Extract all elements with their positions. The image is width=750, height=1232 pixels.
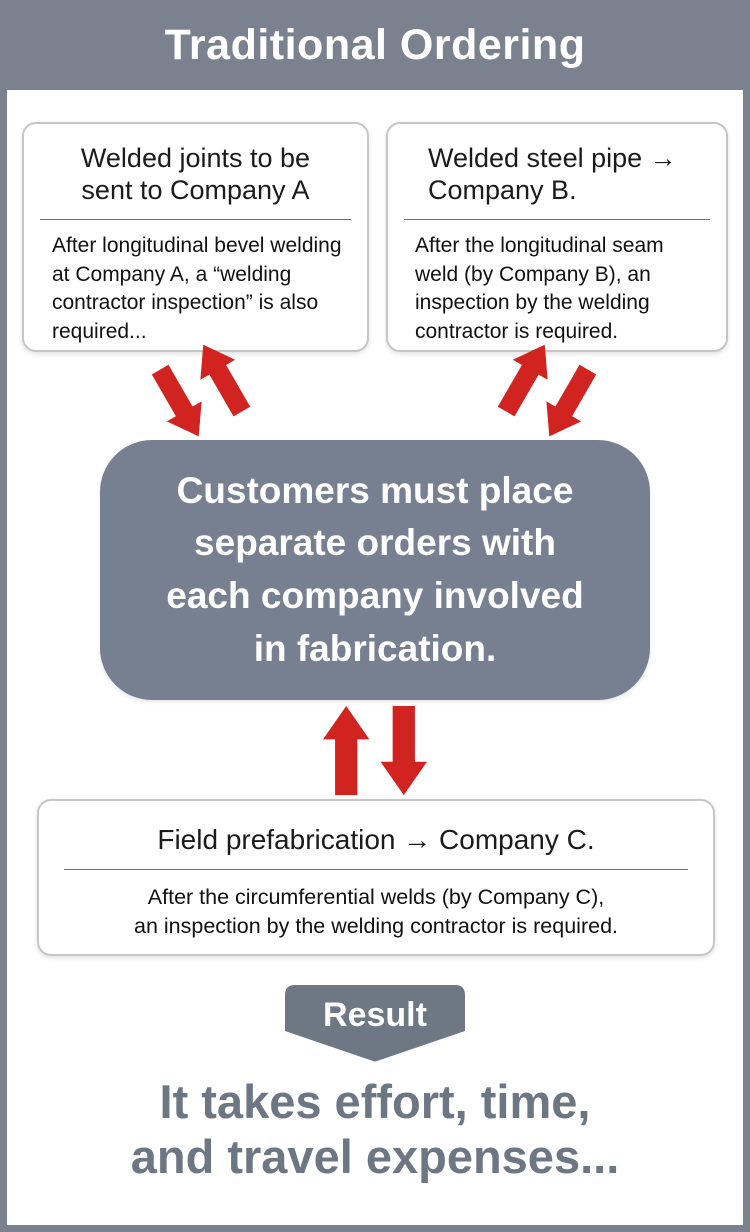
card-company-a-title: Welded joints to be sent to Company A	[80, 143, 311, 206]
card-company-c-title: Field prefabrication → Company C.	[157, 824, 595, 855]
card-company-a-body: After longitudinal bevel welding at Comp…	[52, 233, 342, 344]
page-title: Traditional Ordering	[164, 20, 586, 69]
card-company-b: Welded steel pipe → Company B. After the…	[386, 122, 728, 352]
double-arrow-left-icon	[151, 344, 251, 437]
card-company-c-divider	[64, 868, 688, 870]
center-statement-box: Customers must place separate orders wit…	[100, 440, 650, 700]
double-arrow-middle-icon	[323, 706, 427, 796]
double-arrow-right-icon	[497, 344, 597, 437]
title-banner: Traditional Ordering	[0, 0, 750, 90]
card-company-b-divider	[404, 218, 710, 220]
card-company-c: Field prefabrication → Company C. After …	[37, 799, 715, 956]
card-company-a: Welded joints to be sent to Company A Af…	[22, 122, 369, 352]
card-company-a-divider	[40, 218, 351, 220]
result-badge: Result	[285, 985, 465, 1063]
card-company-b-title: Welded steel pipe → Company B.	[428, 143, 677, 206]
center-statement-text: Customers must place separate orders wit…	[166, 469, 584, 669]
result-badge-shape-icon	[285, 985, 465, 1062]
card-company-b-body: After the longitudinal seam weld (by Com…	[415, 233, 664, 344]
card-company-c-body: After the circumferential welds (by Comp…	[133, 884, 619, 939]
conclusion-text: It takes effort, time, and travel expens…	[130, 1075, 620, 1184]
result-badge-label: Result	[323, 996, 427, 1034]
